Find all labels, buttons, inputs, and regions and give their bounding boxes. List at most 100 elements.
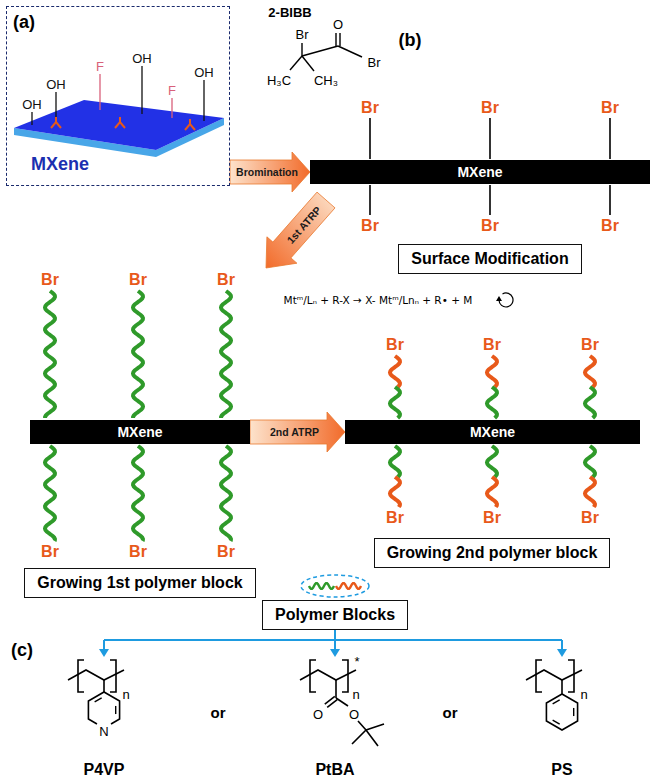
distributor-head	[557, 649, 567, 657]
atom-label: Br	[296, 28, 309, 41]
polymer-chain	[133, 446, 143, 541]
aromatic-ring	[88, 692, 119, 724]
process-arrow	[230, 152, 310, 192]
polymer-chain	[585, 356, 595, 387]
polymer-chain	[390, 477, 400, 507]
polymer-structure	[335, 680, 337, 698]
aromatic-ring	[553, 700, 560, 704]
mxene-sheet: MXene	[345, 420, 640, 444]
distributor-head	[99, 649, 109, 657]
propagation-cycle	[496, 296, 502, 301]
caption-box: Polymer Blocks	[262, 600, 408, 630]
step-label: Bromination	[236, 167, 298, 178]
aromatic-ring	[573, 708, 574, 716]
bromine-linker	[609, 185, 611, 215]
polymer-chain	[45, 291, 55, 418]
aromatic-ring	[95, 698, 102, 702]
aromatic-ring	[546, 694, 577, 730]
bromine-end-group: Br	[601, 218, 619, 234]
atom-label: O	[333, 18, 343, 31]
polymer-chain	[585, 477, 595, 507]
polymer-structure	[110, 660, 116, 692]
atom-label: H₃C	[267, 74, 291, 87]
bromine-end-group: Br	[361, 218, 379, 234]
aromatic-ring	[115, 706, 116, 714]
bibb-structure	[302, 56, 314, 71]
bromine-end-group: Br	[41, 272, 59, 288]
bromine-end-group: Br	[386, 337, 404, 353]
atom-label: Br	[368, 56, 381, 69]
bromine-end-group: Br	[581, 510, 599, 526]
bibb-structure	[338, 46, 362, 57]
surface-group-bond	[141, 66, 142, 114]
mxene-flake	[14, 100, 224, 157]
oxygen-termination	[185, 119, 195, 130]
polymer-structure	[536, 660, 542, 692]
polymer-structure	[68, 660, 582, 746]
repeat-index: n	[352, 688, 359, 701]
node-label: Surface Modification	[411, 249, 568, 269]
distributor-line	[104, 629, 562, 650]
atom-label: O	[349, 708, 359, 721]
polymer-chain	[309, 583, 334, 589]
polymer-chain	[585, 387, 595, 418]
polymer-chain	[221, 446, 231, 541]
polymer-structure	[568, 660, 574, 692]
fluorine-bond	[99, 74, 100, 110]
bromine-end-group: Br	[386, 510, 404, 526]
polymer-structure	[342, 660, 348, 692]
polymer-chain	[133, 291, 143, 418]
bromine-linker	[369, 118, 371, 159]
node-label: MXene	[470, 424, 515, 440]
polymer-chain	[336, 583, 361, 589]
bromine-end-group: Br	[481, 100, 499, 116]
bromine-end-group: Br	[217, 544, 235, 560]
atom-label: CH₃	[314, 74, 338, 87]
bromine-end-group: Br	[483, 337, 501, 353]
surface-group: OH	[46, 78, 66, 91]
process-arrow	[266, 192, 335, 268]
mxene-sheet: MXene	[310, 160, 650, 184]
bibb-structure	[336, 33, 340, 46]
surface-group-bond	[32, 66, 204, 125]
aromatic-ring	[553, 720, 560, 724]
process-arrow	[250, 412, 345, 452]
step-label: 2nd ATRP	[270, 427, 319, 438]
surface-group: F	[168, 84, 176, 97]
bromine-end-group: Br	[217, 272, 235, 288]
block-ellipse	[301, 575, 369, 597]
mxene-sheet: MXene	[30, 420, 250, 444]
alternative-word: or	[443, 705, 458, 720]
atom-label: O	[313, 708, 323, 721]
panel-letter: (c)	[11, 641, 33, 659]
mxene-flake	[14, 100, 224, 150]
polymer-name: PtBA	[315, 762, 354, 778]
polymer-structure	[78, 660, 84, 692]
caption-box: Growing 1st polymer block	[24, 568, 255, 598]
bromine-end-group: Br	[601, 100, 619, 116]
bromine-linker	[369, 185, 371, 215]
surface-group-bond	[31, 112, 32, 125]
polymer-chain	[45, 446, 55, 541]
polymer-structure	[561, 680, 563, 694]
node-label: MXene	[117, 424, 162, 440]
repeat-index: n	[122, 688, 129, 701]
polymer-structure	[336, 698, 348, 706]
bromine-end-group: Br	[129, 272, 147, 288]
oxygen-termination	[51, 117, 195, 130]
bromine-end-group: Br	[41, 544, 59, 560]
bibb-structure	[301, 43, 302, 56]
mxene-panel: MXene	[6, 6, 230, 186]
polymer-chain	[585, 446, 595, 477]
repeat-index: n	[580, 688, 587, 701]
fluorine-bond	[171, 98, 172, 118]
polymer-structure	[352, 721, 384, 746]
oxygen-termination	[51, 117, 61, 128]
polymer-name: PS	[551, 762, 572, 778]
caption-box: Growing 2nd polymer block	[374, 538, 611, 568]
polymer-chain	[221, 291, 231, 418]
surface-group-bond	[55, 92, 56, 118]
panel-letter: (a)	[13, 13, 35, 31]
aromatic-ring	[88, 692, 119, 724]
